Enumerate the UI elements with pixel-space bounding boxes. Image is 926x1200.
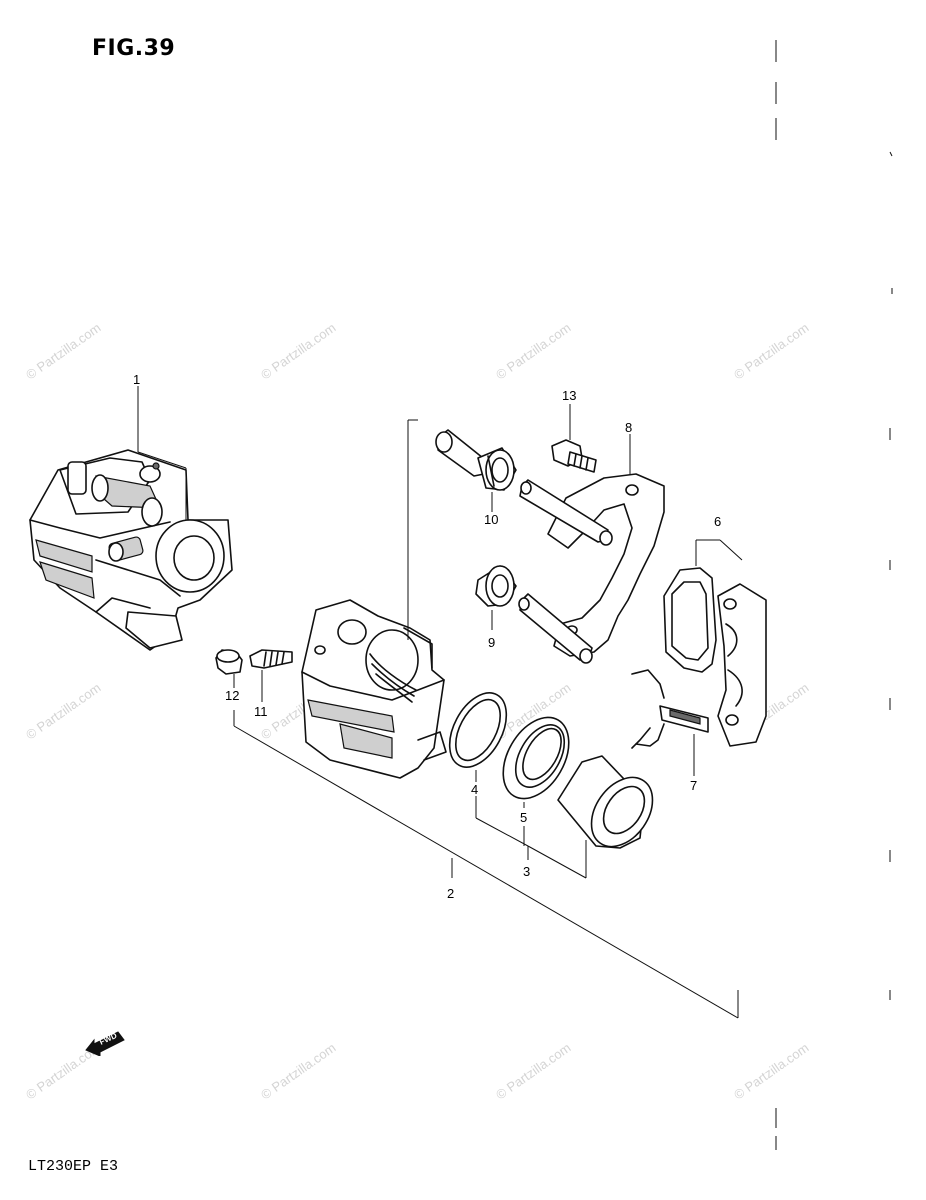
callout-3: 3 xyxy=(523,864,530,879)
callout-5: 5 xyxy=(520,810,527,825)
part-13-bolt: 13 xyxy=(551,388,597,473)
callout-11: 11 xyxy=(254,704,268,719)
part-11-bleeder-valve: 11 xyxy=(249,649,293,719)
part-12-bleeder-cap: 12 xyxy=(215,649,243,703)
watermark: © Partzilla.com xyxy=(493,320,573,383)
fwd-arrow-icon: FWD xyxy=(85,1031,125,1057)
callout-13: 13 xyxy=(562,388,576,403)
part-10-boot-upper: 10 xyxy=(435,429,517,527)
part-8-bracket: 8 xyxy=(518,420,665,664)
watermark: © Partzilla.com xyxy=(258,320,338,383)
watermark: © Partzilla.com xyxy=(493,1040,573,1103)
part-7-pad-spring: 7 xyxy=(631,669,709,793)
callout-1: 1 xyxy=(133,372,140,387)
part-2-caliper-body xyxy=(301,419,447,779)
part-1-caliper-assembly: 1 xyxy=(29,372,233,651)
assembly-leader-lines: 2 4 3 xyxy=(233,710,739,1019)
model-code: LT230EP E3 xyxy=(28,1158,119,1175)
part-6-brake-pads: 6 xyxy=(663,514,767,747)
callout-9: 9 xyxy=(488,635,495,650)
callout-4: 4 xyxy=(471,782,478,797)
fwd-arrow: FWD xyxy=(84,1028,128,1061)
callout-10: 10 xyxy=(484,512,498,527)
watermark: © Partzilla.com xyxy=(258,1040,338,1103)
figure-title: FIG.39 xyxy=(92,36,176,61)
part-5-piston-seal: 5 xyxy=(502,716,570,825)
scan-edge-marks xyxy=(775,40,893,1150)
callout-12: 12 xyxy=(225,688,239,703)
part-4-dust-seal xyxy=(448,692,508,782)
part-9-boot-lower: 9 xyxy=(475,565,517,650)
watermark: © Partzilla.com xyxy=(23,320,103,383)
part-3-piston xyxy=(557,755,654,849)
callout-7: 7 xyxy=(690,778,697,793)
watermark: © Partzilla.com xyxy=(731,320,811,383)
watermark: © Partzilla.com xyxy=(23,680,103,743)
watermark: © Partzilla.com xyxy=(731,1040,811,1103)
callout-2: 2 xyxy=(447,886,454,901)
callout-8: 8 xyxy=(625,420,632,435)
callout-6: 6 xyxy=(714,514,721,529)
